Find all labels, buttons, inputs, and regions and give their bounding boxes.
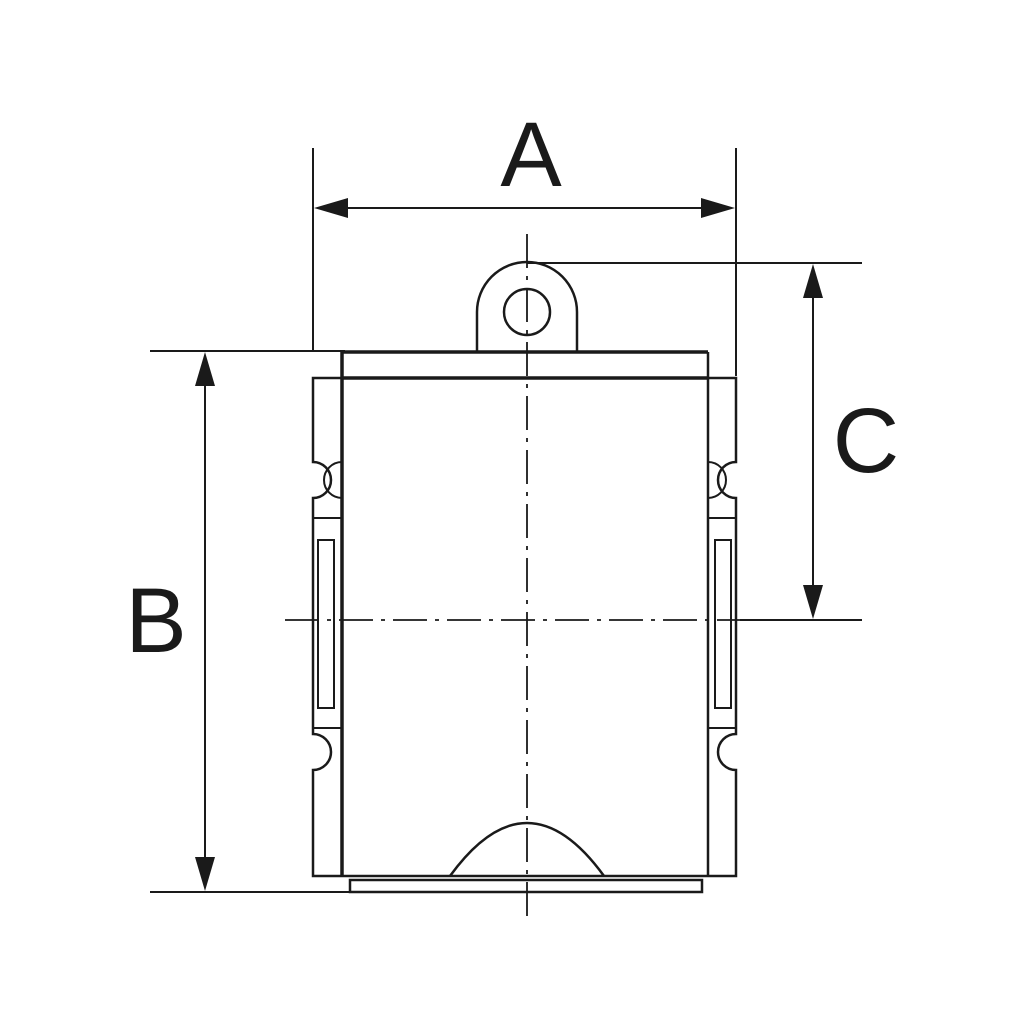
right-lever-slot <box>714 539 732 709</box>
right-side-profile <box>708 376 738 878</box>
dim-a-label: A <box>500 104 562 206</box>
dimension-a: A <box>312 104 737 376</box>
left-lever-slot <box>317 539 335 709</box>
dimension-c: C <box>527 262 899 621</box>
dim-a-arrow-right <box>701 198 735 218</box>
left-ear-groove <box>323 461 343 499</box>
dim-a-arrow-left <box>314 198 348 218</box>
dim-b-label: B <box>125 570 186 672</box>
dim-b-arrow-bottom <box>195 857 215 891</box>
dim-c-arrow-top <box>803 264 823 298</box>
dim-b-arrow-top <box>195 352 215 386</box>
bottom-dome <box>448 821 606 877</box>
dim-c-label: C <box>833 390 899 492</box>
bottom-plate <box>348 878 704 894</box>
right-ear-groove <box>707 461 727 499</box>
cap-body <box>311 350 738 894</box>
centerlines <box>285 234 740 918</box>
dim-c-arrow-bottom <box>803 585 823 619</box>
left-side-profile <box>311 376 342 878</box>
dimension-b: B <box>125 350 350 893</box>
